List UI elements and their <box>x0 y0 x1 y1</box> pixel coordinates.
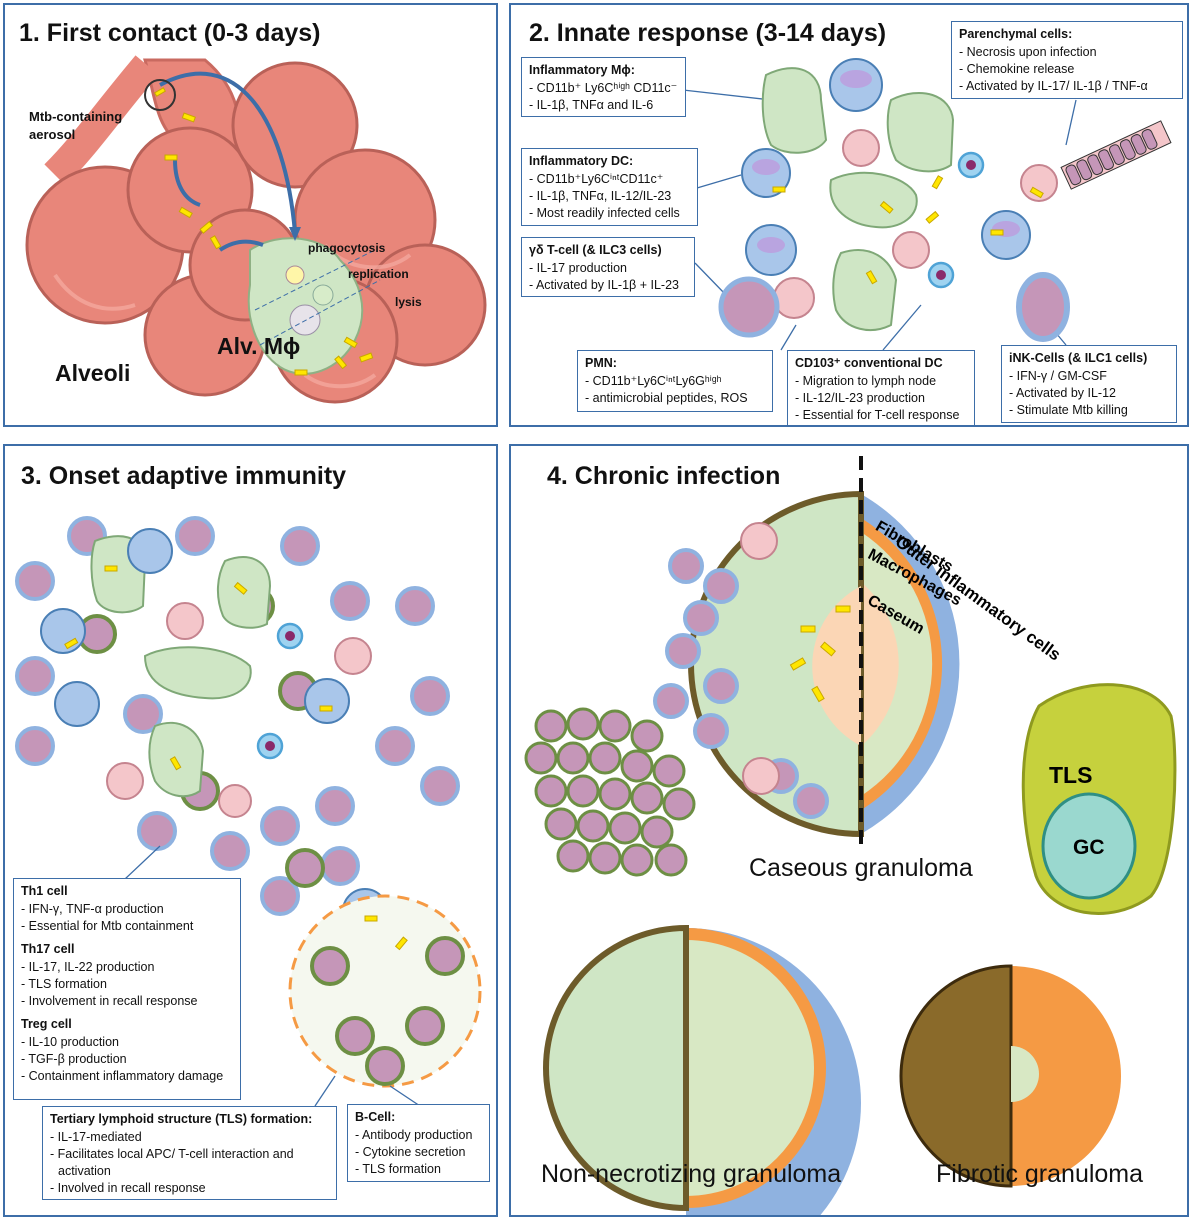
box-line: - TLS formation <box>21 977 107 991</box>
panel-title: 3. Onset adaptive immunity <box>21 462 347 490</box>
panel-title: 1. First contact (0-3 days) <box>19 19 321 47</box>
innate-cells-illustration <box>682 58 1172 351</box>
box-line: - Antibody production <box>355 1128 473 1142</box>
alveoli-illustration <box>25 55 487 404</box>
box-line: - Activated by IL-17/ IL-1β / TNF-α <box>959 79 1148 93</box>
caption-fibrotic-granuloma: Fibrotic granuloma <box>936 1160 1144 1188</box>
box-line: - Activated by IL-12 <box>1009 386 1117 400</box>
box-parenchymal-cells: Parenchymal cells: - Necrosis upon infec… <box>951 21 1183 99</box>
box-line: - Essential for Mtb containment <box>21 919 194 933</box>
box-pmn: PMN: - CD11b⁺Ly6CⁱⁿᵗLy6Gʰⁱᵍʰ - antimicro… <box>577 350 773 412</box>
box-inflammatory-dc: Inflammatory DC: - CD11b⁺Ly6CⁱⁿᵗCD11c⁺ -… <box>521 148 698 226</box>
box-header: Inflammatory Mϕ: <box>529 63 635 77</box>
box-header: Parenchymal cells: <box>959 27 1073 41</box>
box-line: - IL-10 production <box>21 1035 119 1049</box>
box-line: - Essential for T-cell response <box>795 408 960 422</box>
adaptive-cells-illustration <box>15 516 482 1107</box>
box-ink-cells: iNK-Cells (& ILC1 cells) - IFN-γ / GM-CS… <box>1001 345 1177 423</box>
th17-header: Th17 cell <box>21 942 75 956</box>
box-header: iNK-Cells (& ILC1 cells) <box>1009 351 1148 365</box>
tls-label: TLS <box>1049 762 1093 788</box>
box-line: - Involved in recall response <box>50 1181 206 1195</box>
box-line: - Containment inflammatory damage <box>21 1069 224 1083</box>
box-line: - IL-1β, TNFα and IL-6 <box>529 98 654 112</box>
panel-adaptive-immunity: 3. Onset adaptive immunity <box>3 444 498 1217</box>
box-header: Tertiary lymphoid structure (TLS) format… <box>50 1112 313 1126</box>
box-line: - CD11b⁺ Ly6Cʰⁱᵍʰ CD11c⁻ <box>529 81 678 95</box>
box-line: - CD11b⁺Ly6CⁱⁿᵗLy6Gʰⁱᵍʰ <box>585 374 722 388</box>
box-line: - IFN-γ, TNF-α production <box>21 902 164 916</box>
box-line: activation <box>58 1164 111 1178</box>
box-header: PMN: <box>585 356 617 370</box>
box-line: - CD11b⁺Ly6CⁱⁿᵗCD11c⁺ <box>529 172 664 186</box>
caption-non-necrotizing-granuloma: Non-necrotizing granuloma <box>541 1160 842 1188</box>
box-line: - TLS formation <box>355 1162 441 1176</box>
box-line: - Activated by IL-1β + IL-23 <box>529 278 679 292</box>
replication-label: replication <box>348 267 409 281</box>
box-line: - IL-1β, TNFα, IL-12/IL-23 <box>529 189 672 203</box>
box-line: - TGF-β production <box>21 1052 127 1066</box>
box-gamma-delta-tcell: γδ T-cell (& ILC3 cells) - IL-17 product… <box>521 237 695 297</box>
box-line: - IFN-γ / GM-CSF <box>1009 369 1107 383</box>
box-header: CD103⁺ conventional DC <box>795 356 943 370</box>
aerosol-label-line1: Mtb-containing <box>29 109 123 124</box>
box-line: - Most readily infected cells <box>529 206 680 220</box>
box-bcell: B-Cell: - Antibody production - Cytokine… <box>347 1104 490 1182</box>
panel-first-contact: 1. First contact (0-3 days) <box>3 3 498 427</box>
granuloma-illustration <box>524 456 1177 1215</box>
box-line: - antimicrobial peptides, ROS <box>585 391 748 405</box>
box-line: - Migration to lymph node <box>795 374 937 388</box>
gc-label: GC <box>1073 836 1105 859</box>
box-header: B-Cell: <box>355 1110 396 1124</box>
box-line: - IL-12/IL-23 production <box>795 391 925 405</box>
box-line: - Necrosis upon infection <box>959 45 1097 59</box>
box-header: γδ T-cell (& ILC3 cells) <box>529 243 662 257</box>
box-tls-formation: Tertiary lymphoid structure (TLS) format… <box>42 1106 337 1200</box>
box-cd103-dc: CD103⁺ conventional DC - Migration to ly… <box>787 350 975 425</box>
box-line: - Involvement in recall response <box>21 994 198 1008</box>
alveoli-label: Alveoli <box>55 360 131 386</box>
box-line: - IL-17-mediated <box>50 1130 142 1144</box>
panel-chronic-infection: 4. Chronic infection <box>509 444 1189 1217</box>
aerosol-label-line2: aerosol <box>29 127 76 142</box>
alv-macrophage-label: Alv. Mϕ <box>217 333 301 359</box>
box-inflammatory-macrophage: Inflammatory Mϕ: - CD11b⁺ Ly6Cʰⁱᵍʰ CD11c… <box>521 57 686 117</box>
box-line: - Cytokine secretion <box>355 1145 466 1159</box>
box-line: - IL-17 production <box>529 261 627 275</box>
box-tcell-subsets: Th1 cell - IFN-γ, TNF-α production - Ess… <box>13 878 241 1100</box>
box-line: - IL-17, IL-22 production <box>21 960 155 974</box>
panel-innate-response: 2. Innate response (3-14 days) <box>509 3 1189 427</box>
treg-header: Treg cell <box>21 1017 72 1031</box>
box-line: - Chemokine release <box>959 62 1075 76</box>
panel-title: 4. Chronic infection <box>547 462 781 490</box>
lysis-label: lysis <box>395 295 422 309</box>
panel-title: 2. Innate response (3-14 days) <box>529 19 887 47</box>
th1-header: Th1 cell <box>21 884 68 898</box>
phagocytosis-label: phagocytosis <box>308 241 386 255</box>
box-line: - Stimulate Mtb killing <box>1009 403 1128 417</box>
box-header: Inflammatory DC: <box>529 154 634 168</box>
box-line: - Facilitates local APC/ T-cell interact… <box>50 1147 294 1161</box>
caption-caseous-granuloma: Caseous granuloma <box>749 854 973 882</box>
